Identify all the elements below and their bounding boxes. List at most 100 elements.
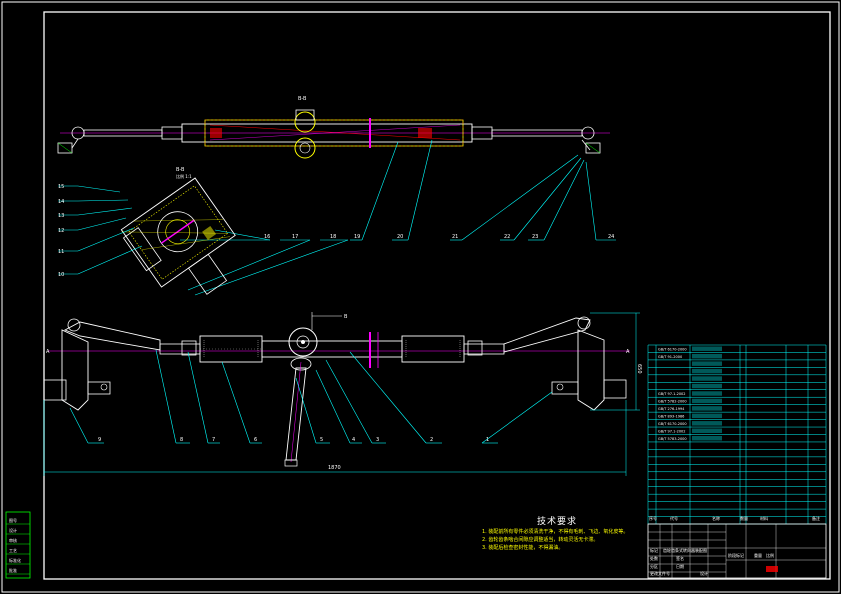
axis-mark-right: A: [626, 349, 630, 355]
top-view: B-B: [57, 96, 610, 159]
bom-code-cell: GB/T 5782-2000: [658, 400, 687, 404]
bom-code-cell: GB/T 276-1994: [658, 407, 685, 411]
balloon-15: 15: [58, 184, 64, 190]
section-leaders: [58, 185, 143, 275]
balloon-13: 13: [58, 213, 64, 219]
balloon-2: 2: [430, 437, 433, 443]
section-label: B-B: [176, 167, 185, 173]
section-balloons: 15 14 13 12 11 10: [58, 184, 64, 278]
tech-req-line-3: 3. 装配后检查密封性能，不得漏油。: [482, 545, 564, 551]
balloon-10: 10: [58, 272, 64, 278]
tech-requirements: 技术要求 1. 装配前所有零件必须清洗干净，不得有毛刺、飞边、氧化皮等。 2. …: [482, 518, 632, 552]
tech-req-line-1: 1. 装配前所有零件必须清洗干净，不得有毛刺、飞边、氧化皮等。: [482, 529, 629, 535]
bom-header-qty: 数量: [740, 515, 748, 521]
bom-header-note: 备注: [812, 515, 820, 521]
bom-name-cell: [692, 398, 722, 404]
balloon-19: 19: [354, 234, 360, 240]
balloon-11: 11: [58, 249, 64, 255]
bom-header-no: 序号: [649, 515, 657, 521]
balloon-21: 21: [452, 234, 458, 240]
balloon-5: 5: [320, 437, 323, 443]
stamp-row-3: 工艺: [9, 548, 17, 553]
bom-code-cell: GB/T 97.1-2002: [658, 392, 686, 396]
tb-design: 设计: [700, 570, 708, 576]
main-view: A A B: [43, 312, 630, 467]
balloon-24: 24: [608, 234, 614, 240]
balloon-6: 6: [254, 437, 257, 443]
dim-height: 650: [636, 364, 642, 374]
bom-name-cell: [692, 346, 722, 351]
bom-code-cell: GB/T 97.1-2002: [658, 430, 686, 434]
tb-label-sign: 签名: [676, 555, 684, 561]
bom-header-material: 材料: [760, 515, 768, 521]
stamp-row-2: 审核: [9, 537, 17, 543]
bom-name-cell: [692, 436, 722, 441]
stamp-row-4: 标准化: [9, 557, 21, 563]
balloon-23: 23: [532, 234, 538, 240]
stamp-row-5: 批准: [9, 567, 17, 573]
stamp-row-1: 设计: [9, 527, 17, 533]
left-stamp: 图号 设计 审核 工艺 标准化 批准: [5, 511, 31, 579]
balloon-8: 8: [180, 437, 183, 443]
tb-scale: 比例: [766, 552, 774, 558]
balloon-18: 18: [330, 234, 336, 240]
bottom-balloons: 9 8 7 6 5 4 3 2 1: [98, 437, 489, 443]
bom-name-cell: [692, 353, 722, 359]
dimensions: [43, 312, 640, 476]
bom-code-cell: GB/T 6170-2000: [658, 347, 687, 351]
bom-code-cell: GB/T 6170-2000: [658, 422, 687, 426]
balloon-17: 17: [292, 234, 298, 240]
balloon-4: 4: [352, 437, 355, 443]
main-view-marker: B: [344, 314, 348, 320]
tb-red-mark: [766, 566, 778, 572]
top-balloons: 16 17 18 19 20 21 22 23 24: [264, 234, 614, 240]
bom-code-cell: GB/T 893-1986: [658, 415, 684, 419]
balloon-12: 12: [58, 228, 64, 234]
bom-header-code: 代号: [670, 515, 678, 521]
axis-mark-left: A: [46, 349, 50, 355]
balloon-14: 14: [58, 199, 64, 205]
inner-frame: [43, 11, 831, 580]
title-block: 齿轮齿条式转向器装配图 标记 处数 分区 更改文件号 签名 日期 设计 阶段标记…: [647, 523, 827, 579]
dim-overall: 1870: [328, 465, 341, 471]
balloon-22: 22: [504, 234, 510, 240]
balloon-9: 9: [98, 437, 101, 443]
bom-name-cell: [692, 428, 722, 433]
section-view: B-B 比例 1:1: [120, 167, 236, 295]
tb-label-date: 日期: [676, 563, 684, 569]
bom-header-row: 序号 代号 名称 数量 材料 备注: [649, 515, 820, 521]
bom-name-cell: [692, 391, 722, 396]
bom-code-cell: GB/T 5783-2000: [658, 437, 687, 441]
balloon-3: 3: [376, 437, 379, 443]
section-scale: 比例 1:1: [176, 173, 192, 179]
bom-name-cell: [692, 421, 722, 426]
balloon-7: 7: [212, 437, 215, 443]
bom-name-cell: [692, 368, 722, 374]
bom-name-cell: [692, 406, 722, 411]
bom-name-cell: [692, 413, 722, 419]
top-leaders: [180, 139, 616, 296]
balloon-1: 1: [486, 437, 489, 443]
tb-stage: 阶段标记: [728, 552, 744, 558]
bom-name-cell: [692, 361, 722, 366]
bom-name-cell: [692, 376, 722, 381]
tb-label-zone: 分区: [650, 563, 658, 569]
tech-req-line-2: 2. 齿轮齿条啮合间隙应调整适当，转动灵活无卡滞。: [482, 537, 599, 543]
bom-code-cell: GB/T 91-2000: [658, 355, 682, 359]
tb-label-mark: 标记: [650, 547, 658, 553]
balloon-16: 16: [264, 234, 270, 240]
top-view-label: B-B: [298, 96, 307, 102]
tb-weight: 重量: [754, 552, 762, 558]
title-block-header: 齿轮齿条式转向器装配图: [663, 547, 707, 553]
tb-label-count: 处数: [650, 555, 658, 561]
stamp-title: 图号: [9, 517, 17, 523]
bom-name-cell: [692, 383, 722, 389]
balloon-20: 20: [397, 234, 403, 240]
tb-label-change: 更改文件号: [650, 570, 670, 576]
bottom-leaders: [69, 349, 553, 444]
tech-requirements-title: 技术要求: [536, 517, 577, 527]
bom-header-name: 名称: [712, 515, 720, 521]
